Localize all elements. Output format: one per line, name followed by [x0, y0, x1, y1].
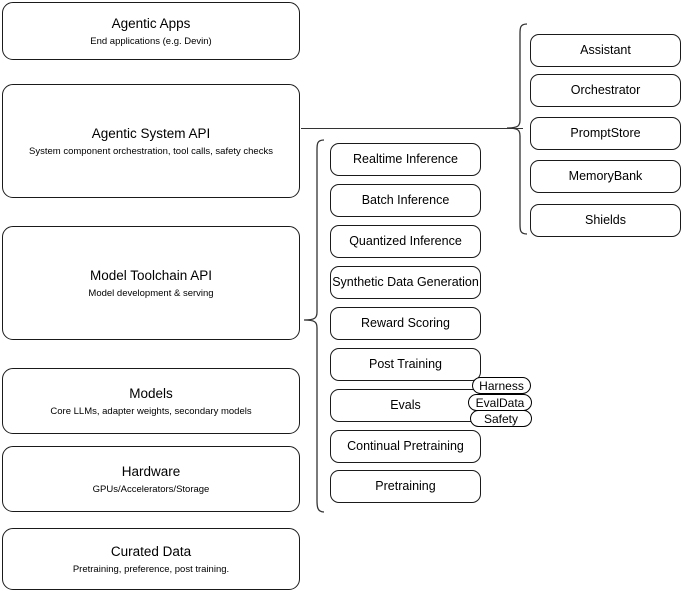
capability-label: Batch Inference: [361, 193, 450, 207]
capability-box-evals[interactable]: Evals: [330, 389, 481, 422]
capability-label: Realtime Inference: [353, 152, 458, 166]
component-label: Shields: [585, 213, 626, 227]
layer-box-models[interactable]: Models Core LLMs, adapter weights, secon…: [2, 368, 300, 434]
layer-box-model-toolchain-api[interactable]: Model Toolchain API Model development & …: [2, 226, 300, 340]
layer-box-agentic-apps[interactable]: Agentic Apps End applications (e.g. Devi…: [2, 2, 300, 60]
layer-title: Hardware: [121, 463, 181, 479]
component-box-shields[interactable]: Shields: [530, 204, 681, 237]
layer-subtitle: End applications (e.g. Devin): [90, 35, 212, 47]
capability-label: Reward Scoring: [361, 316, 450, 330]
capability-box-post-training[interactable]: Post Training: [330, 348, 481, 381]
evals-tag-safety[interactable]: Safety: [470, 410, 532, 427]
capability-label: Continual Pretraining: [347, 439, 464, 453]
layer-title: Models: [129, 385, 173, 401]
brace-toolchain-capabilities: [303, 139, 325, 513]
capability-box-realtime-inference[interactable]: Realtime Inference: [330, 143, 481, 176]
layer-subtitle: GPUs/Accelerators/Storage: [92, 483, 210, 495]
layer-box-hardware[interactable]: Hardware GPUs/Accelerators/Storage: [2, 446, 300, 512]
evals-tag-harness[interactable]: Harness: [472, 377, 531, 394]
capability-label: Quantized Inference: [349, 234, 462, 248]
evals-tag-evaldata[interactable]: EvalData: [468, 394, 532, 411]
layer-subtitle: Core LLMs, adapter weights, secondary mo…: [50, 405, 252, 417]
capability-label: Synthetic Data Generation: [332, 275, 479, 289]
component-box-promptstore[interactable]: PromptStore: [530, 117, 681, 150]
evals-tag-label: EvalData: [475, 395, 525, 410]
layer-subtitle: System component orchestration, tool cal…: [29, 145, 273, 157]
component-label: MemoryBank: [568, 169, 643, 183]
capability-box-reward-scoring[interactable]: Reward Scoring: [330, 307, 481, 340]
capability-box-batch-inference[interactable]: Batch Inference: [330, 184, 481, 217]
layer-title: Model Toolchain API: [89, 267, 213, 283]
evals-tag-label: Safety: [483, 411, 519, 426]
layer-title: Agentic Apps: [111, 15, 191, 31]
component-box-memorybank[interactable]: MemoryBank: [530, 160, 681, 193]
component-box-assistant[interactable]: Assistant: [530, 34, 681, 67]
component-label: PromptStore: [570, 126, 641, 140]
layer-title: Agentic System API: [91, 125, 211, 141]
layer-box-curated-data[interactable]: Curated Data Pretraining, preference, po…: [2, 528, 300, 590]
capability-label: Evals: [390, 398, 421, 412]
capability-box-continual-pretraining[interactable]: Continual Pretraining: [330, 430, 481, 463]
capability-box-quantized-inference[interactable]: Quantized Inference: [330, 225, 481, 258]
component-box-orchestrator[interactable]: Orchestrator: [530, 74, 681, 107]
connector-line-agentic-system-api: [301, 128, 523, 129]
layer-box-agentic-system-api[interactable]: Agentic System API System component orch…: [2, 84, 300, 198]
evals-tag-label: Harness: [479, 378, 524, 393]
capability-label: Post Training: [369, 357, 442, 371]
brace-system-components: [506, 23, 528, 235]
layer-subtitle: Pretraining, preference, post training.: [72, 563, 230, 575]
capability-box-synthetic-data-generation[interactable]: Synthetic Data Generation: [330, 266, 481, 299]
capability-box-pretraining[interactable]: Pretraining: [330, 470, 481, 503]
layer-subtitle: Model development & serving: [88, 287, 214, 299]
layer-title: Curated Data: [110, 543, 192, 559]
capability-label: Pretraining: [375, 479, 436, 493]
component-label: Orchestrator: [570, 83, 641, 97]
component-label: Assistant: [580, 43, 631, 57]
